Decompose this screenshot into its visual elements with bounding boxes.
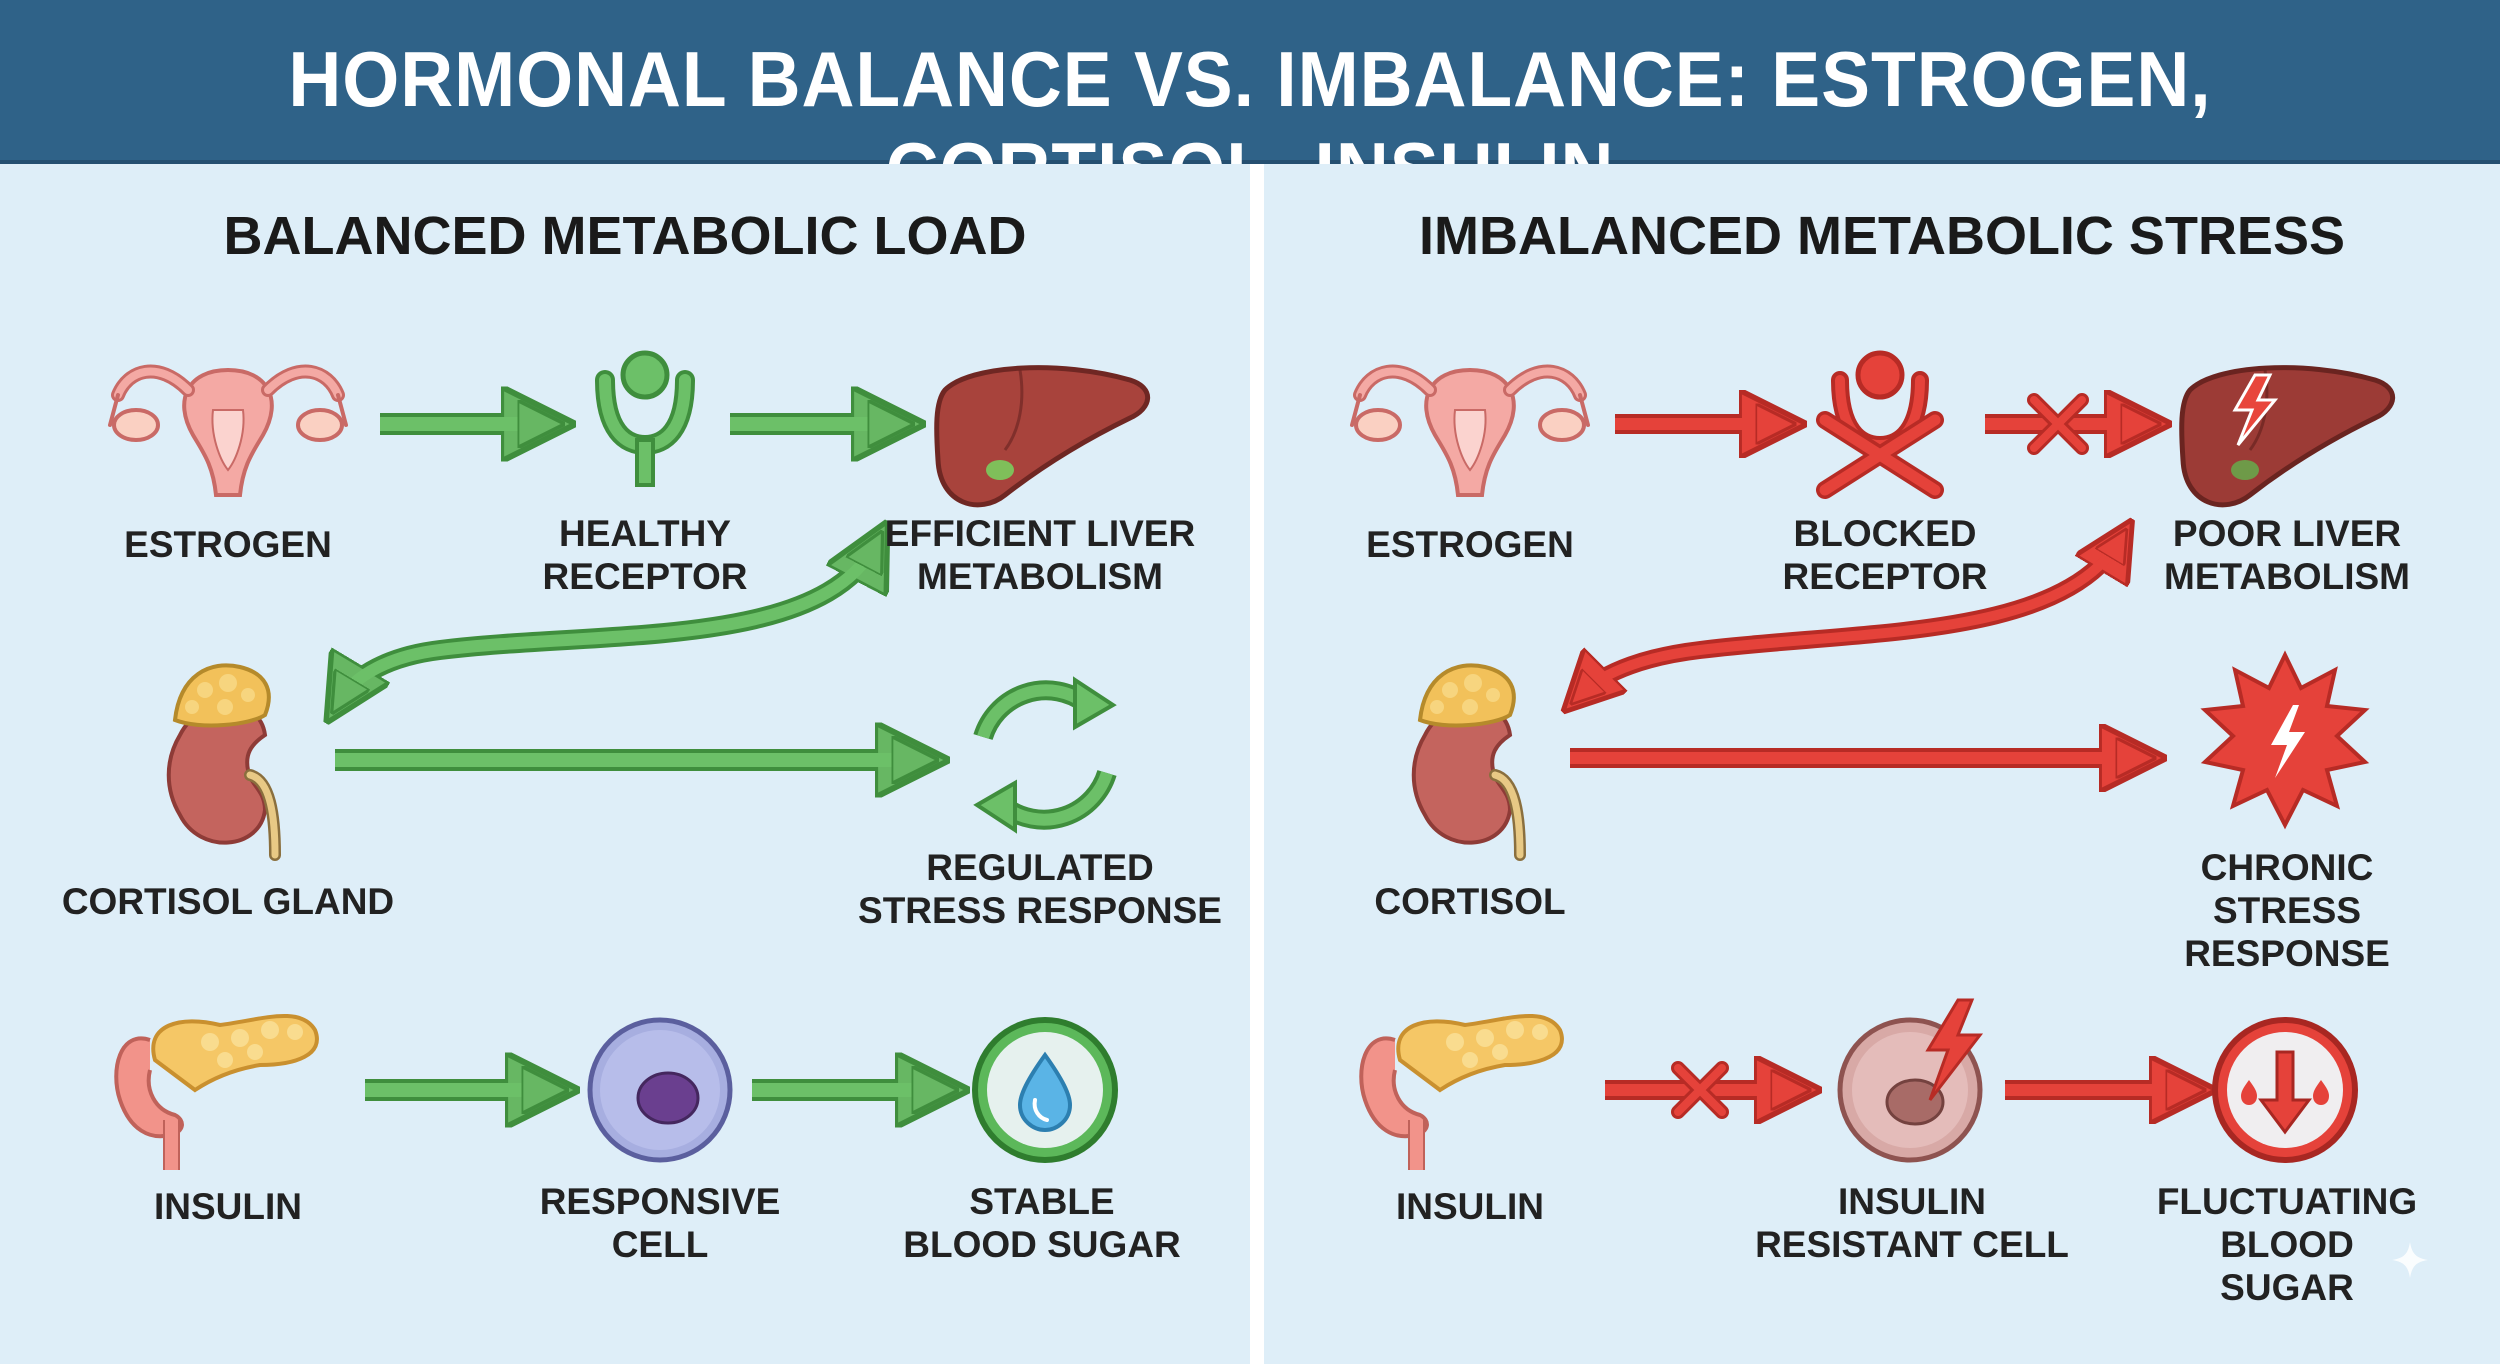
water-drop-icon [972, 1017, 1118, 1163]
arrow-liver-cortisol-loop [340, 545, 875, 700]
balanced-heading: BALANCED METABOLIC LOAD [223, 206, 1027, 266]
panel-divider [1250, 164, 1264, 1364]
recycle-icon [973, 676, 1117, 834]
title-bar: HORMONAL BALANCE VS. IMBALANCE: ESTROGEN… [0, 0, 2500, 214]
imbalanced-heading: IMBALANCED METABOLIC STRESS [1419, 206, 2345, 266]
pancreas-icon-imbalanced [1359, 1013, 1564, 1172]
label-responsive-cell: RESPONSIVE CELL [539, 1181, 781, 1265]
label-cortisol-gland: CORTISOL GLAND [61, 881, 395, 922]
label-estrogen: ESTROGEN [124, 524, 332, 565]
pancreas-icon [114, 1013, 319, 1172]
label-insulin: INSULIN [154, 1186, 302, 1227]
uterus-icon [110, 370, 346, 495]
label-fluctuating-sugar: FLUCTUATING BLOOD SUGAR [2156, 1181, 2418, 1308]
label-resistant-cell: INSULIN RESISTANT CELL [1755, 1181, 2069, 1265]
label-regulated-stress: REGULATED STRESS RESPONSE [858, 847, 1222, 931]
resistant-cell-icon [1837, 998, 1984, 1163]
damaged-liver-icon [2182, 368, 2393, 505]
liver-icon [937, 368, 1148, 505]
label-healthy-receptor: HEALTHY RECEPTOR [542, 513, 748, 597]
label-poor-liver: POOR LIVER METABOLISM [2164, 513, 2410, 597]
receptor-icon [595, 350, 695, 487]
stress-burst-icon [2200, 650, 2370, 830]
label-insulin-imbalanced: INSULIN [1396, 1186, 1544, 1227]
arrow-liver-cortisol-loop-imbalanced [1580, 540, 2120, 695]
adrenal-kidney-icon [169, 665, 275, 855]
label-efficient-liver: EFFICIENT LIVER METABOLISM [884, 513, 1196, 597]
label-estrogen-imbalanced: ESTROGEN [1366, 524, 1574, 565]
falling-sugar-icon [2212, 1017, 2358, 1163]
sparkle-icon [2392, 1242, 2428, 1278]
label-stable-sugar: STABLE BLOOD SUGAR [903, 1181, 1181, 1265]
cell-icon [587, 1017, 733, 1163]
label-chronic-stress: CHRONIC STRESS RESPONSE [2184, 847, 2390, 974]
label-blocked-receptor: BLOCKED RECEPTOR [1782, 513, 1988, 597]
cross-mark-icon [2027, 393, 2089, 455]
adrenal-kidney-icon-imbalanced [1414, 665, 1520, 855]
uterus-icon-imbalanced [1352, 370, 1588, 495]
diagram-title: HORMONAL BALANCE VS. IMBALANCE: ESTROGEN… [288, 35, 2212, 214]
label-cortisol: CORTISOL [1374, 881, 1566, 922]
cross-mark-icon-insulin [1671, 1061, 1729, 1119]
blocked-receptor-icon [1816, 350, 1944, 499]
